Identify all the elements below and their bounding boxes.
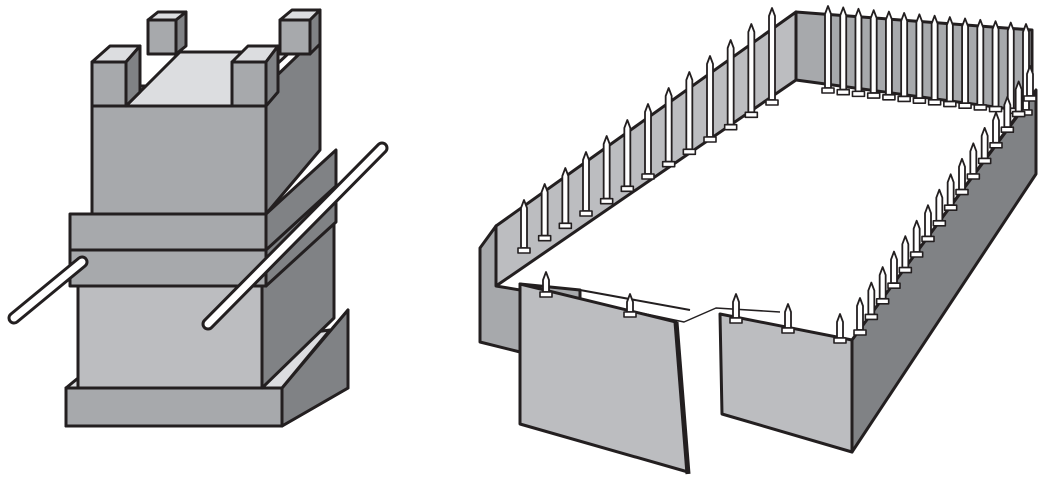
enclosure-post-right [875, 266, 890, 305]
enclosure-post-left [723, 39, 738, 131]
enclosure-post-right [864, 281, 879, 321]
enclosure-post-back [927, 14, 942, 106]
enclosure-post-front-right [781, 303, 795, 334]
enclosure-post-right [989, 111, 1003, 149]
enclosure-post-front-right [833, 313, 847, 344]
enclosure-front-right-panel [718, 312, 854, 454]
enclosure-post-left [558, 167, 573, 230]
enclosure-post-right [898, 235, 913, 274]
enclosure-post-right [955, 157, 969, 196]
enclosure-post-back [866, 9, 881, 99]
enclosure-post-back [821, 5, 835, 94]
enclosure-post-right [977, 126, 992, 165]
enclosure-right-wall [850, 88, 1038, 454]
enclosure-post-right [921, 204, 935, 243]
enclosure-post-back [912, 13, 927, 104]
enclosure-post-right [1023, 65, 1037, 102]
enclosure-post-back [988, 20, 1003, 113]
enclosure-post-left [703, 55, 717, 143]
enclosure-front-left-panel [518, 282, 690, 474]
enclosure-post-back [973, 18, 988, 111]
enclosure-post-right [909, 219, 924, 258]
altar-horn-front-left [90, 44, 142, 108]
enclosure-post-right [1000, 96, 1015, 133]
enclosure-post-back [851, 7, 866, 98]
enclosure-post-left [682, 71, 697, 156]
enclosure-post-left [765, 7, 779, 106]
enclosure-post-left [579, 151, 593, 217]
altar-horn-back-right [278, 8, 322, 56]
enclosure-post-back [882, 10, 896, 101]
enclosure-post-back [958, 17, 972, 110]
altar-horn-front-right [230, 44, 280, 108]
enclosure-post-right [932, 188, 947, 227]
enclosure-post-left [517, 199, 531, 254]
enclosure-post-left [744, 23, 759, 119]
enclosure-post-back [943, 16, 957, 108]
enclosure-post-left [661, 87, 676, 168]
enclosure-post-right [966, 142, 981, 180]
enclosure-post-left [537, 183, 552, 242]
enclosure [478, 5, 1038, 475]
enclosure-post-right [887, 250, 901, 290]
enclosure-post-back [897, 12, 911, 103]
altar-pole-right [201, 141, 389, 331]
enclosure-post-right [943, 173, 958, 211]
enclosure-post-left [599, 135, 614, 205]
enclosure-post-front-left [623, 293, 637, 318]
enclosure-post-right [1011, 80, 1026, 118]
altar-horn-back-left [146, 10, 188, 56]
enclosure-posts [517, 5, 1037, 344]
altar [7, 8, 389, 428]
enclosure-post-left [620, 119, 635, 193]
altar-pole-left [7, 255, 89, 325]
enclosure-post-front-left [539, 271, 553, 298]
enclosure-post-right [853, 297, 867, 336]
enclosure-post-left [641, 103, 655, 180]
enclosure-post-back [836, 6, 851, 96]
enclosure-post-front-right [729, 293, 743, 324]
